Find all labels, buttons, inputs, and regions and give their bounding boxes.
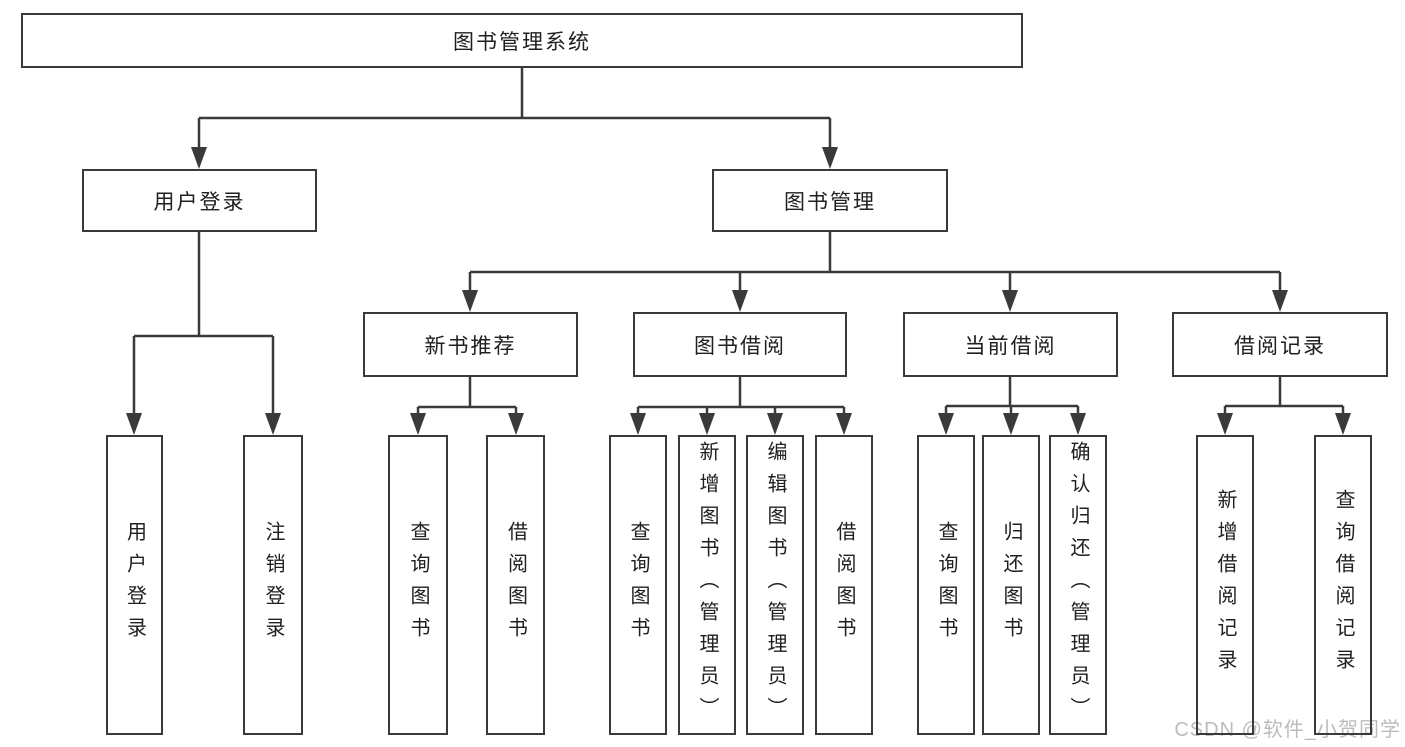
leaf-records-add-label: 新增借阅记录: [1214, 489, 1236, 681]
arrowhead-icon: [1070, 413, 1086, 435]
arrowhead-icon: [732, 290, 748, 312]
arrowheads: [126, 147, 1351, 435]
leaf-borrow-add-admin: 新增图书（管理员）: [678, 435, 736, 735]
leaf-records-query-label: 查询借阅记录: [1332, 489, 1354, 681]
leaf-current-confirm-admin: 确认归还（管理员）: [1049, 435, 1107, 735]
leaf-records-add: 新增借阅记录: [1196, 435, 1254, 735]
leaf-logout-login: 注销登录: [243, 435, 303, 735]
arrowhead-icon: [938, 413, 954, 435]
arrowhead-icon: [699, 413, 715, 435]
node-book-management: 图书管理: [712, 169, 948, 232]
arrowhead-icon: [191, 147, 207, 169]
node-user-login-label: 用户登录: [153, 190, 246, 214]
node-root-system: 图书管理系统: [21, 13, 1023, 68]
leaf-newbook-query-label: 查询图书: [407, 521, 429, 649]
node-new-book-recommend-label: 新书推荐: [424, 334, 517, 358]
node-new-book-recommend: 新书推荐: [363, 312, 578, 377]
arrowhead-icon: [126, 413, 142, 435]
leaf-borrow-query-label: 查询图书: [627, 521, 649, 649]
node-current-borrow: 当前借阅: [903, 312, 1118, 377]
leaf-borrow-query: 查询图书: [609, 435, 667, 735]
leaf-user-login: 用户登录: [106, 435, 163, 735]
leaf-newbook-borrow-label: 借阅图书: [504, 521, 527, 649]
node-borrow-records-label: 借阅记录: [1234, 334, 1326, 358]
arrowhead-icon: [1217, 413, 1233, 435]
leaf-current-query-label: 查询图书: [935, 521, 957, 649]
arrowhead-icon: [1003, 413, 1019, 435]
watermark: CSDN @软件_小贺同学: [1174, 719, 1401, 741]
node-user-login: 用户登录: [82, 169, 317, 232]
arrowhead-icon: [1002, 290, 1018, 312]
node-borrow-records: 借阅记录: [1172, 312, 1388, 377]
arrowhead-icon: [836, 413, 852, 435]
leaf-borrow-add-admin-label: 新增图书（管理员）: [696, 441, 718, 729]
arrowhead-icon: [508, 413, 524, 435]
arrowhead-icon: [767, 413, 783, 435]
node-book-management-label: 图书管理: [784, 190, 876, 214]
leaf-current-query: 查询图书: [917, 435, 975, 735]
node-book-borrow-label: 图书借阅: [694, 334, 786, 358]
arrowhead-icon: [1335, 413, 1351, 435]
leaf-borrow-borrow: 借阅图书: [815, 435, 873, 735]
node-current-borrow-label: 当前借阅: [964, 334, 1057, 358]
arrowhead-icon: [410, 413, 426, 435]
leaf-logout-login-label: 注销登录: [262, 521, 284, 649]
leaf-borrow-edit-admin-label: 编辑图书（管理员）: [764, 441, 786, 729]
arrowhead-icon: [822, 147, 838, 169]
leaf-user-login-label: 用户登录: [123, 521, 146, 649]
leaf-current-return-label: 归还图书: [1000, 521, 1022, 649]
arrowhead-icon: [462, 290, 478, 312]
leaf-newbook-borrow: 借阅图书: [486, 435, 545, 735]
leaf-current-confirm-admin-label: 确认归还（管理员）: [1067, 441, 1089, 729]
node-book-borrow: 图书借阅: [633, 312, 847, 377]
arrowhead-icon: [265, 413, 281, 435]
arrowhead-icon: [630, 413, 646, 435]
leaf-records-query: 查询借阅记录: [1314, 435, 1372, 735]
leaf-borrow-edit-admin: 编辑图书（管理员）: [746, 435, 804, 735]
node-root-system-label: 图书管理系统: [453, 30, 591, 54]
leaf-borrow-borrow-label: 借阅图书: [833, 521, 855, 649]
leaf-newbook-query: 查询图书: [388, 435, 448, 735]
arrowhead-icon: [1272, 290, 1288, 312]
leaf-current-return: 归还图书: [982, 435, 1040, 735]
